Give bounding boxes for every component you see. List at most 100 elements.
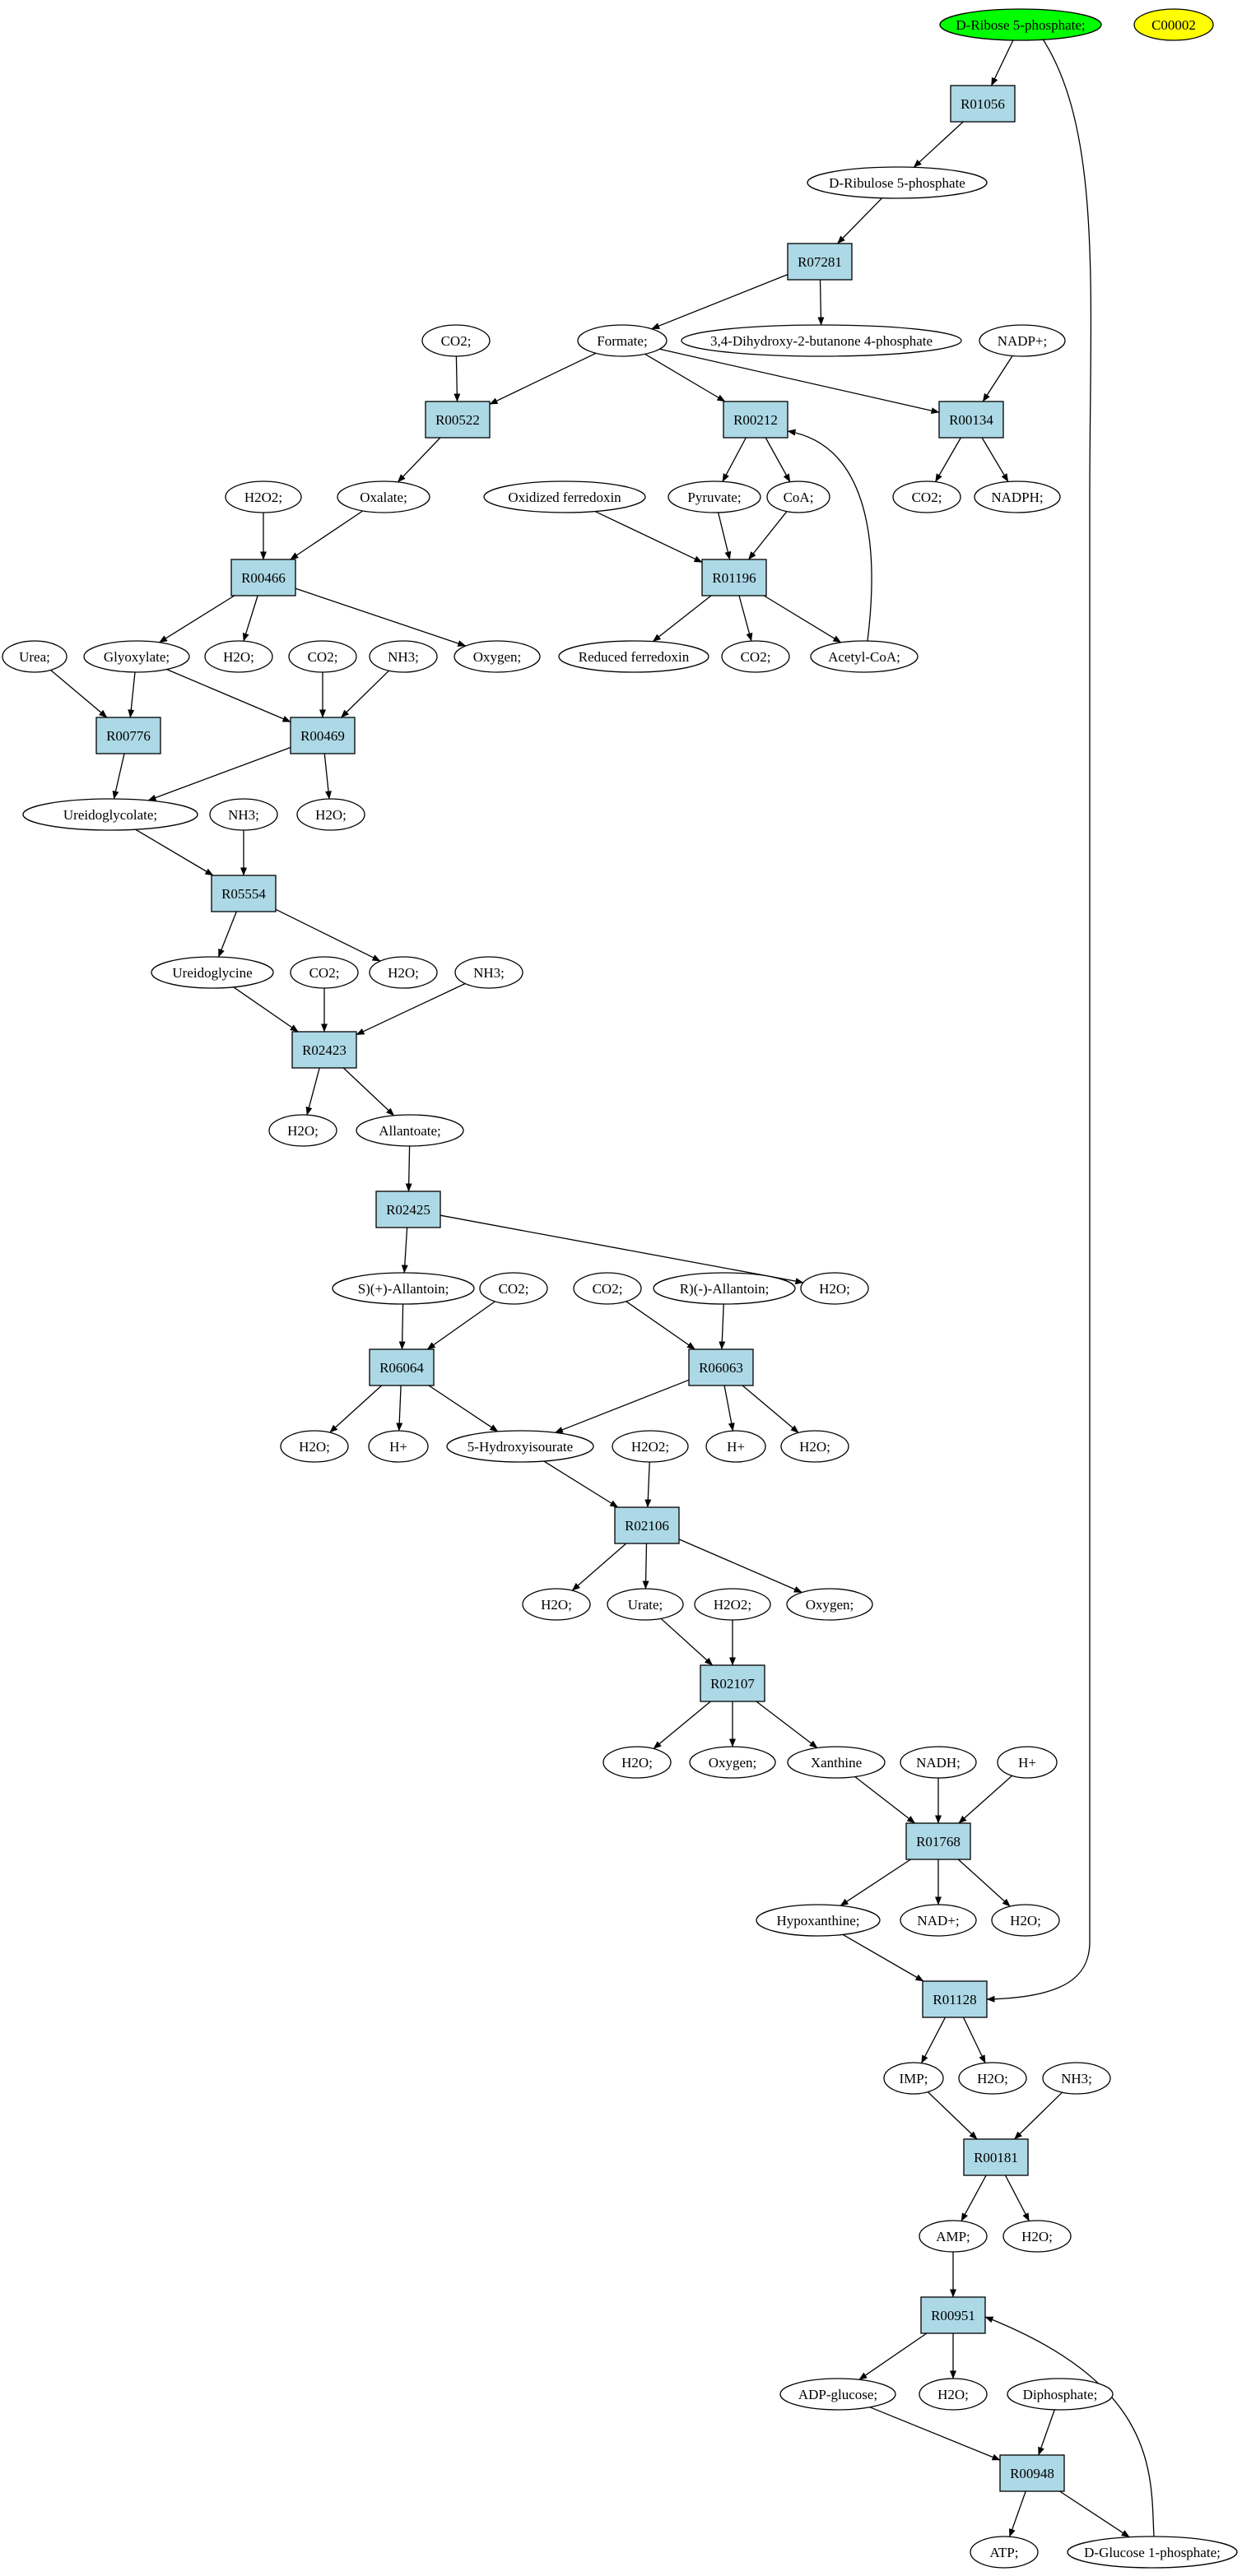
edge-c_formate-to-r_R00134 (659, 348, 940, 415)
compound-node-c_h2o_k: H2O; (958, 2062, 1027, 2095)
compound-node-c_urate: Urate; (607, 1588, 684, 1621)
node-label: H+ (1018, 1755, 1036, 1771)
compound-node-c_diphosphate: Diphosphate; (1007, 2378, 1114, 2411)
compound-node-c_adpglucose: ADP-glucose; (779, 2378, 896, 2411)
reaction-node-r_R02106: R02106 (614, 1506, 680, 1544)
reaction-box (950, 85, 1016, 123)
compound-node-c_acetylcoa: Acetyl-CoA; (810, 640, 919, 673)
reaction-node-r_R00522: R00522 (425, 401, 491, 439)
compound-ellipse (1002, 2220, 1072, 2253)
compound-node-c_formate: Formate; (577, 324, 668, 357)
compound-node-c_co2_e: CO2; (290, 956, 359, 989)
node-label: R00212 (733, 412, 778, 428)
node-label: H2O; (287, 1123, 319, 1139)
compound-ellipse (22, 798, 198, 831)
edge-c_adpglucose-to-r_R00948 (869, 2407, 1001, 2461)
compound-node-c_co2_a: CO2; (421, 324, 491, 357)
edge-r_R00776-to-c_ureidoglycolate (112, 753, 125, 800)
reaction-node-r_R01056: R01056 (950, 85, 1016, 123)
edge-r_R01056-to-c_ribulose5p (913, 121, 964, 168)
reaction-box (905, 1822, 971, 1860)
node-label: 5-Hydroxyisourate (467, 1439, 573, 1455)
compound-ellipse (558, 640, 709, 673)
compound-node-c_h2o_c: H2O; (369, 956, 438, 989)
edge-r_R02106-to-c_oxygen_b (678, 1539, 802, 1594)
node-label: R06064 (379, 1360, 424, 1376)
compound-node-c_imp: IMP; (883, 2062, 944, 2095)
edge-r_R02106-to-c_h2o_h (571, 1543, 627, 1591)
compound-node-c_nad: NAD+; (900, 1904, 977, 1937)
edge-r_R01196-to-c_co2_d (738, 595, 753, 642)
node-label: CO2; (499, 1281, 529, 1297)
reaction-box (614, 1506, 680, 1544)
compound-node-c_co2_g: CO2; (573, 1272, 642, 1305)
node-label: R07281 (798, 254, 842, 270)
edge-c_sallantoin-to-r_R06064 (398, 1303, 406, 1350)
compound-ellipse (612, 1430, 689, 1463)
compound-ellipse (786, 1588, 873, 1621)
edge-c_nh3_a-to-r_R00469 (341, 670, 389, 718)
compound-node-c_sallantoin: S)(+)-Allantoin; (332, 1272, 475, 1305)
node-label: Diphosphate; (1023, 2387, 1098, 2402)
compound-ellipse (151, 956, 274, 989)
compound-ellipse (607, 1588, 684, 1621)
node-label: Oxygen; (806, 1597, 854, 1613)
reaction-node-r_R00951: R00951 (920, 2296, 986, 2334)
edge-r_R06063-to-c_hplus_b (723, 1385, 735, 1432)
compound-ellipse (356, 1114, 464, 1147)
compound-ellipse (369, 640, 438, 673)
node-label: Xanthine (811, 1755, 862, 1771)
node-label: H2O; (299, 1439, 330, 1455)
node-label: Glyoxylate; (104, 649, 170, 665)
compound-ellipse (892, 480, 961, 513)
node-label: Ureidoglycolate; (63, 807, 157, 823)
compound-node-c_h2o_a: H2O; (204, 640, 273, 673)
reaction-box (922, 1980, 988, 2018)
edge-r_R00469-to-c_ureidoglycolate (147, 746, 291, 801)
edge-c_glc1p-to-r_R00951 (984, 2316, 1155, 2537)
compound-ellipse (483, 480, 646, 513)
compound-node-c_h2o_d: H2O; (268, 1114, 337, 1147)
node-label: R)(-)-Allantoin; (680, 1281, 770, 1297)
edge-r_R01196-to-c_redfd (652, 595, 712, 643)
edge-r_R00212-to-c_pyruvate (722, 437, 747, 482)
node-label: H2O; (223, 649, 254, 665)
compound-ellipse (204, 640, 273, 673)
edge-r_R01128-to-c_imp (920, 2017, 947, 2064)
compound-ellipse (694, 1588, 771, 1621)
node-label: R06063 (699, 1360, 743, 1376)
edge-r_R00948-to-c_glc1p (1059, 2490, 1130, 2538)
compound-ellipse (997, 1746, 1058, 1779)
edge-r_R02425-to-c_h2o_e (440, 1214, 804, 1285)
edge-r_R00466-to-c_glyoxylate (159, 595, 235, 643)
compound-node-c_c00002: C00002 (1133, 8, 1214, 41)
reaction-node-r_R00181: R00181 (963, 2138, 1029, 2176)
node-label: H2O; (1021, 2229, 1053, 2244)
compound-ellipse (280, 1430, 349, 1463)
edge-r_R00948-to-c_atp (1008, 2490, 1026, 2537)
compound-node-c_h2o_i: H2O; (602, 1746, 672, 1779)
node-label: H2O2; (244, 490, 282, 505)
node-label: D-Glucose 1-phosphate; (1084, 2545, 1221, 2560)
reaction-box (938, 401, 1004, 439)
node-label: NH3; (388, 649, 419, 665)
compound-node-c_pyruvate: Pyruvate; (668, 480, 761, 513)
edge-r_R02425-to-c_sallantoin (401, 1227, 408, 1274)
compound-node-c_ribulose5p: D-Ribulose 5-phosphate (807, 166, 988, 199)
edge-c_co2_a-to-r_R00522 (454, 355, 461, 402)
compound-node-c_co2_f: CO2; (479, 1272, 548, 1305)
node-label: H2O2; (714, 1597, 751, 1613)
compound-node-c_amp: AMP; (919, 2220, 988, 2253)
node-label: CO2; (912, 490, 942, 505)
compound-ellipse (332, 1272, 475, 1305)
node-label: R01196 (712, 570, 756, 586)
edge-r_R00134-to-c_co2_b (934, 437, 961, 483)
compound-ellipse (668, 480, 761, 513)
edge-c_h2o2_b-to-r_R02106 (644, 1461, 652, 1508)
edge-r_R00466-to-c_h2o_a (242, 595, 258, 642)
compound-node-c_h2o_l: H2O; (1002, 2220, 1072, 2253)
edge-r_R00181-to-c_h2o_l (1004, 2175, 1030, 2221)
reaction-box (999, 2454, 1065, 2492)
node-label: Oxidized ferredoxin (508, 490, 621, 505)
node-label: NH3; (228, 807, 259, 823)
